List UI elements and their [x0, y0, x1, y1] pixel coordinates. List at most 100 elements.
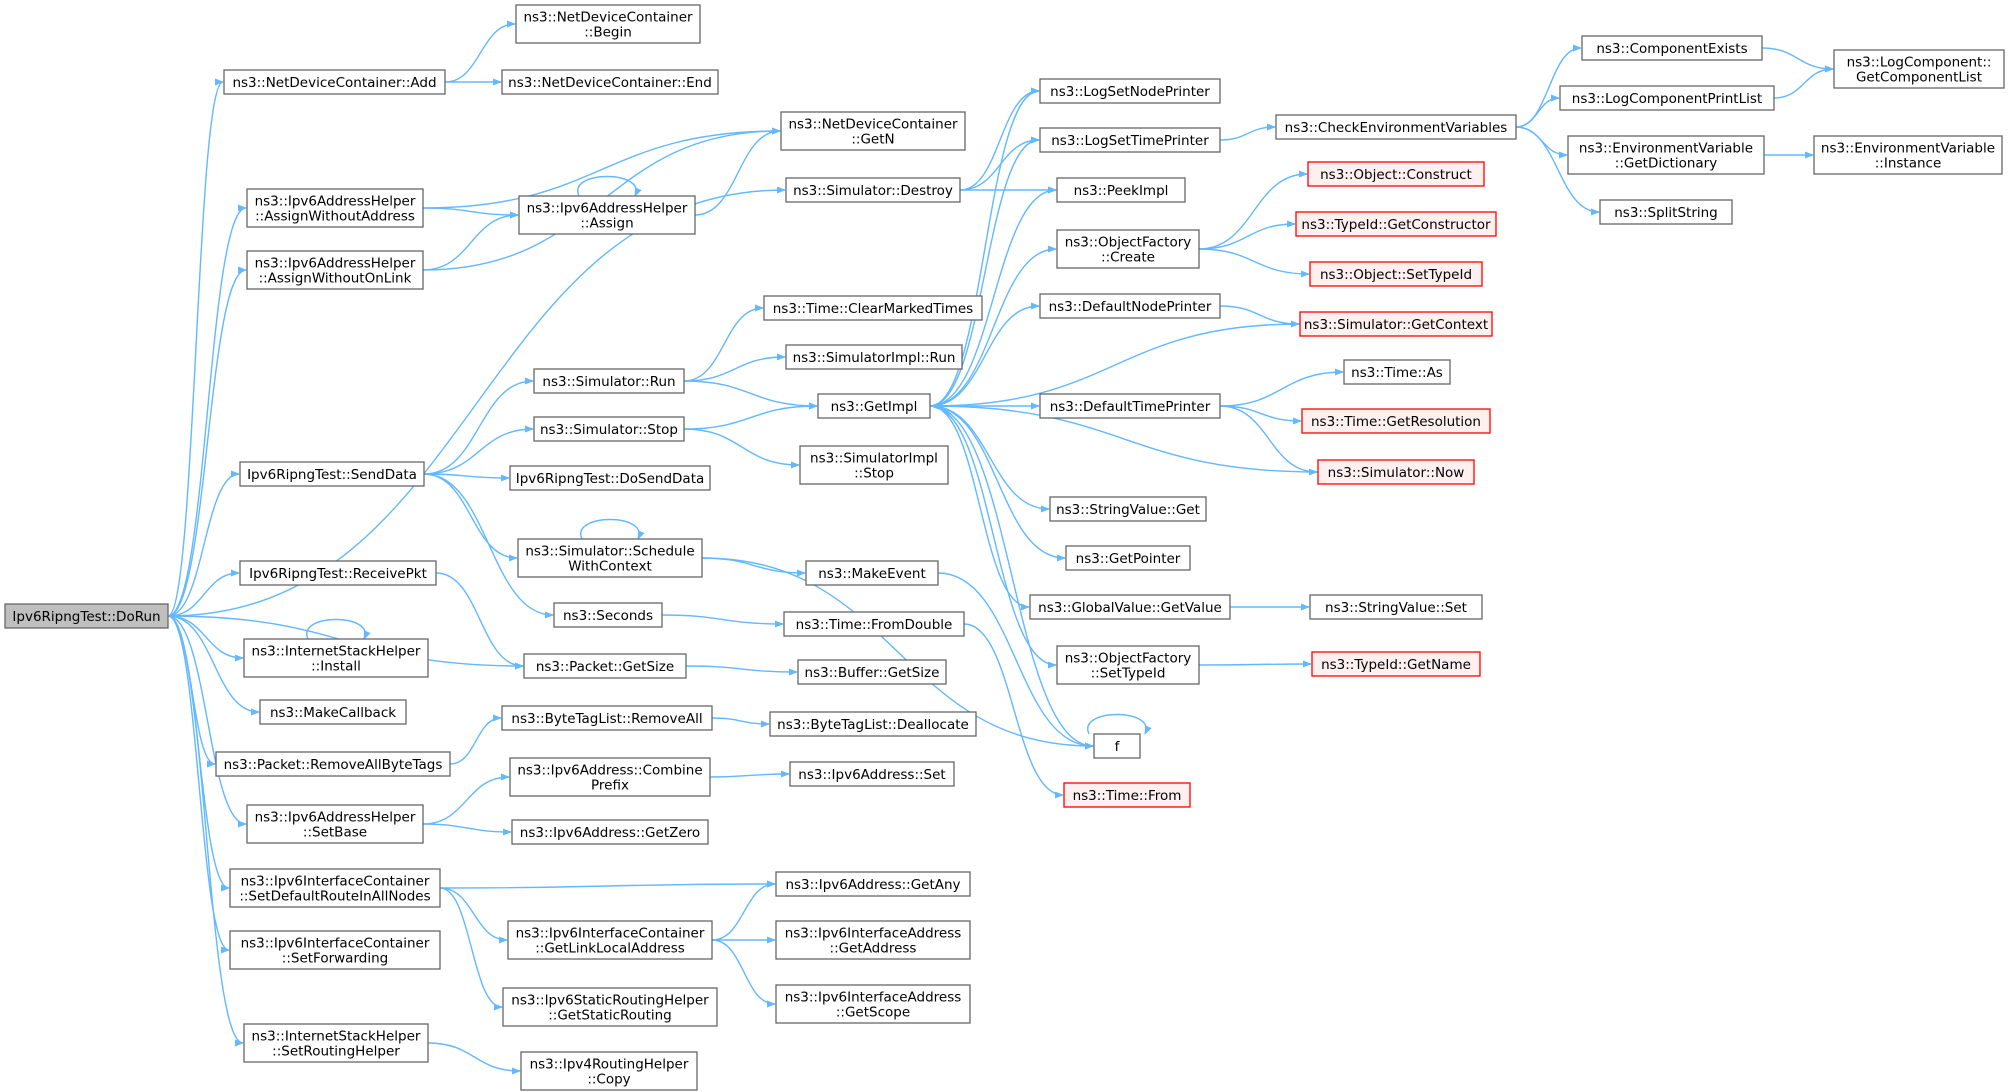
node-lc_gcl[interactable]: ns3::LogComponent::GetComponentList: [1833, 49, 2005, 89]
node-label: ns3::Simulator::Run: [542, 374, 675, 390]
node-obj_construct[interactable]: ns3::Object::Construct: [1307, 161, 1485, 187]
node-ah_awa[interactable]: ns3::Ipv6AddressHelper::AssignWithoutAdd…: [246, 188, 424, 228]
node-box: [229, 930, 441, 970]
node-addr_getany[interactable]: ns3::Ipv6Address::GetAny: [775, 871, 971, 897]
node-sim_destroy[interactable]: ns3::Simulator::Destroy: [785, 177, 961, 203]
node-ev_instance[interactable]: ns3::EnvironmentVariable::Instance: [1813, 135, 2003, 175]
node-makeevent[interactable]: ns3::MakeEvent: [805, 560, 939, 586]
node-f[interactable]: f: [1093, 733, 1141, 759]
node-sim_stop[interactable]: ns3::Simulator::Stop: [533, 416, 685, 442]
node-tid_getctor[interactable]: ns3::TypeId::GetConstructor: [1295, 211, 1497, 237]
node-label: ns3::EnvironmentVariable: [1821, 141, 1995, 157]
edge-compexists-to-lc_gcl: [1761, 47, 1834, 73]
node-ndc_end[interactable]: ns3::NetDeviceContainer::End: [501, 69, 719, 95]
node-label: ns3::GetPointer: [1076, 551, 1181, 567]
node-time_getres[interactable]: ns3::Time::GetResolution: [1301, 408, 1491, 434]
node-label: ns3::LogComponent::: [1847, 55, 1992, 71]
node-lcpl[interactable]: ns3::LogComponentPrintList: [1559, 85, 1775, 111]
node-ic_sdrian[interactable]: ns3::Ipv6InterfaceContainer::SetDefaultR…: [229, 868, 441, 908]
node-box: [223, 69, 446, 95]
node-label: ns3::StringValue::Set: [1325, 600, 1467, 616]
node-box: [1039, 293, 1221, 319]
node-simimpl_stop[interactable]: ns3::SimulatorImpl::Stop: [799, 445, 949, 485]
node-pkt_rabt[interactable]: ns3::Packet::RemoveAllByteTags: [215, 751, 451, 777]
node-time_from[interactable]: ns3::Time::From: [1063, 782, 1191, 808]
node-box: [775, 920, 971, 960]
node-splitstring[interactable]: ns3::SplitString: [1599, 199, 1733, 225]
node-buf_getsize[interactable]: ns3::Buffer::GetSize: [797, 659, 947, 685]
node-dosenddata[interactable]: Ipv6RipngTest::DoSendData: [509, 465, 711, 491]
node-box: [1295, 211, 1497, 237]
edge-dorun-to-ah_awa: [167, 204, 247, 617]
node-pkt_getsize[interactable]: ns3::Packet::GetSize: [523, 653, 687, 679]
node-ev_getdict[interactable]: ns3::EnvironmentVariable::GetDictionary: [1567, 135, 1765, 175]
node-ndc_getn[interactable]: ns3::NetDeviceContainer::GetN: [780, 111, 966, 151]
edge-deftimeprinter-to-time_getres: [1219, 405, 1302, 425]
node-receivepkt[interactable]: Ipv6RipngTest::ReceivePkt: [239, 560, 437, 586]
node-ish_install[interactable]: ns3::InternetStackHelper::Install: [243, 638, 429, 678]
node-ah_assign[interactable]: ns3::Ipv6AddressHelper::Assign: [518, 195, 696, 235]
node-box: [1813, 135, 2003, 175]
node-time_cmt[interactable]: ns3::Time::ClearMarkedTimes: [763, 295, 983, 321]
node-time_fd[interactable]: ns3::Time::FromDouble: [783, 611, 965, 637]
node-srh_gsr[interactable]: ns3::Ipv6StaticRoutingHelper::GetStaticR…: [502, 987, 718, 1027]
node-ish_srh[interactable]: ns3::InternetStackHelper::SetRoutingHelp…: [243, 1023, 429, 1063]
node-box: [1065, 545, 1191, 571]
node-btl_removeall[interactable]: ns3::ByteTagList::RemoveAll: [501, 705, 713, 731]
node-ic_setfwd[interactable]: ns3::Ipv6InterfaceContainer::SetForwardi…: [229, 930, 441, 970]
node-seconds[interactable]: ns3::Seconds: [553, 602, 663, 628]
node-sv_set[interactable]: ns3::StringValue::Set: [1309, 594, 1483, 620]
node-time_as[interactable]: ns3::Time::As: [1343, 359, 1451, 385]
node-sv_get[interactable]: ns3::StringValue::Get: [1049, 496, 1207, 522]
node-gv_getvalue[interactable]: ns3::GlobalValue::GetValue: [1029, 594, 1231, 620]
node-box: [1343, 359, 1451, 385]
node-log_snp[interactable]: ns3::LogSetNodePrinter: [1039, 78, 1221, 104]
node-dorun[interactable]: Ipv6RipngTest::DoRun: [4, 603, 169, 629]
edge-getimpl-to-of_create: [929, 245, 1057, 407]
node-btl_dealloc[interactable]: ns3::ByteTagList::Deallocate: [769, 711, 977, 737]
node-checkenv[interactable]: ns3::CheckEnvironmentVariables: [1275, 114, 1517, 140]
edge-lcpl-to-lc_gcl: [1773, 65, 1834, 99]
node-ic_glla[interactable]: ns3::Ipv6InterfaceContainer::GetLinkLoca…: [507, 920, 713, 960]
node-label: ns3::InternetStackHelper: [252, 644, 421, 660]
node-label: ::Stop: [854, 466, 894, 482]
node-of_settypeid[interactable]: ns3::ObjectFactory::SetTypeId: [1056, 645, 1200, 685]
node-sim_getcontext[interactable]: ns3::Simulator::GetContext: [1299, 311, 1493, 337]
node-of_create[interactable]: ns3::ObjectFactory::Create: [1056, 229, 1200, 269]
node-getpointer[interactable]: ns3::GetPointer: [1065, 545, 1191, 571]
node-sim_run[interactable]: ns3::Simulator::Run: [533, 368, 685, 394]
node-compexists[interactable]: ns3::ComponentExists: [1581, 35, 1763, 61]
node-ndc_add[interactable]: ns3::NetDeviceContainer::Add: [223, 69, 446, 95]
node-getimpl[interactable]: ns3::GetImpl: [817, 393, 931, 419]
node-obj_settypeid[interactable]: ns3::Object::SetTypeId: [1309, 261, 1483, 287]
node-label: ns3::Simulator::Now: [1328, 465, 1465, 481]
edge-dorun-to-sendata: [167, 470, 240, 617]
node-sim_now[interactable]: ns3::Simulator::Now: [1317, 459, 1475, 485]
node-label: ns3::LogSetNodePrinter: [1050, 84, 1210, 100]
node-log_stp[interactable]: ns3::LogSetTimePrinter: [1039, 127, 1221, 153]
node-ah_awol[interactable]: ns3::Ipv6AddressHelper::AssignWithoutOnL…: [246, 250, 424, 290]
node-ndc_begin[interactable]: ns3::NetDeviceContainer::Begin: [515, 4, 701, 44]
node-ia_getscope[interactable]: ns3::Ipv6InterfaceAddress::GetScope: [775, 984, 971, 1024]
node-sendata[interactable]: Ipv6RipngTest::SendData: [239, 461, 425, 487]
node-makecallback[interactable]: ns3::MakeCallback: [259, 699, 407, 725]
node-defnodeprinter[interactable]: ns3::DefaultNodePrinter: [1039, 293, 1221, 319]
node-peekimpl[interactable]: ns3::PeekImpl: [1056, 177, 1186, 203]
node-box: [799, 445, 949, 485]
node-addr_set[interactable]: ns3::Ipv6Address::Set: [789, 761, 955, 787]
node-tid_getname[interactable]: ns3::TypeId::GetName: [1311, 651, 1481, 677]
node-deftimeprinter[interactable]: ns3::DefaultTimePrinter: [1039, 393, 1221, 419]
node-box: [1056, 645, 1200, 685]
edge-sim_stop-to-simimpl_stop: [683, 428, 800, 469]
node-addr_getzero[interactable]: ns3::Ipv6Address::GetZero: [511, 819, 709, 845]
edge-getimpl-to-defnodeprinter: [929, 302, 1040, 407]
edge-sim_getcontext-to-getimpl: [930, 323, 1301, 410]
node-ah_setbase[interactable]: ns3::Ipv6AddressHelper::SetBase: [246, 804, 424, 844]
node-ia_getaddress[interactable]: ns3::Ipv6InterfaceAddress::GetAddress: [775, 920, 971, 960]
node-simimpl_run[interactable]: ns3::SimulatorImpl::Run: [785, 344, 963, 370]
node-label: ns3::ComponentExists: [1596, 41, 1747, 57]
node-rh4_copy[interactable]: ns3::Ipv4RoutingHelper::Copy: [520, 1051, 698, 1091]
node-label: ns3::SimulatorImpl::Run: [793, 350, 956, 366]
